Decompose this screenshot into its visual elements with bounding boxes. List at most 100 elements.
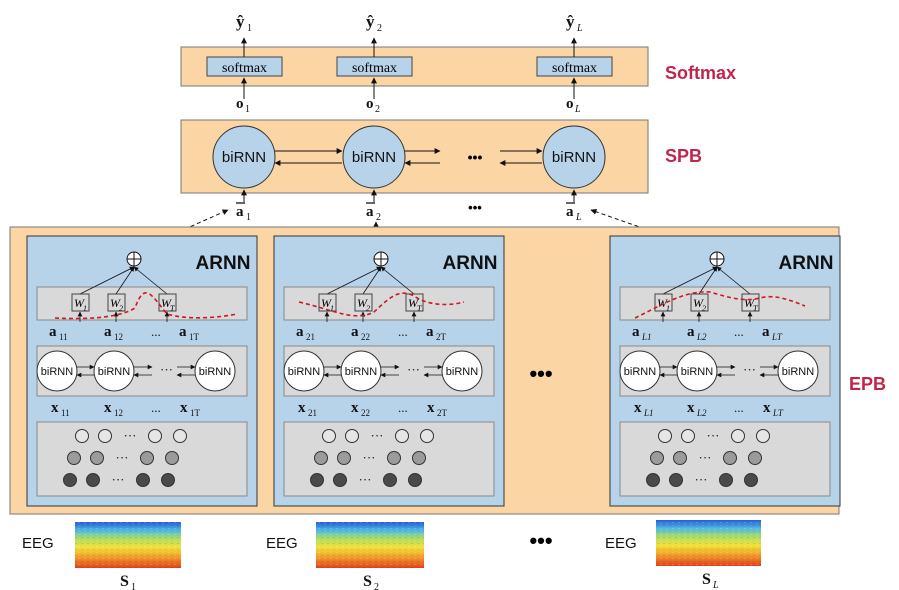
weight-label: W (357, 296, 368, 310)
attn-sub: 21 (306, 332, 315, 342)
weight-to-sum-arrow (362, 266, 382, 295)
input-sub: 21 (308, 408, 317, 418)
feature-node (756, 429, 770, 443)
eeg-label-2: EEG (266, 535, 298, 552)
feature-node (723, 451, 737, 465)
spectrogram-texture-2 (316, 522, 424, 568)
output-label-L: ŷ (566, 12, 575, 31)
attn-label: a (426, 324, 434, 340)
weight-label: W (110, 296, 121, 310)
weight-sub: 2 (702, 304, 706, 313)
weight-to-sum-arrow (133, 266, 168, 295)
feature-node (408, 473, 422, 487)
weight-label: W (408, 296, 419, 310)
signal-sub-2: 2 (374, 582, 379, 590)
encoder-birnn-label: biRNN (98, 366, 130, 378)
attn-label: a (632, 324, 640, 340)
abar-ellipsis: ••• (468, 200, 482, 215)
weight-box (71, 293, 90, 312)
weight-sub: 1 (330, 304, 334, 313)
spb-ellipsis: ••• (468, 149, 483, 165)
attn-label: a (351, 324, 359, 340)
signal-sub-L: L (712, 580, 719, 590)
attention-weight-row (283, 286, 495, 321)
feature-node (75, 429, 89, 443)
output-label-1: ŷ (236, 12, 245, 31)
weight-sub: T (170, 304, 175, 313)
feature-node (383, 473, 397, 487)
feature-node (148, 429, 162, 443)
feature-node (681, 429, 695, 443)
feature-node (658, 429, 672, 443)
attn-sub: L1 (641, 332, 652, 342)
output-sub-1: 1 (247, 23, 252, 34)
softmax-block: Softmax softmax softmax softmax ŷ 1 ŷ 2 … (180, 12, 736, 87)
weight-to-sum-arrow (662, 266, 718, 295)
input-sub: 1T (190, 408, 201, 418)
softmax-block-label: Softmax (665, 63, 736, 83)
eeg-ellipsis: ••• (529, 528, 552, 553)
feature-node (669, 473, 683, 487)
feature-ellipsis: ··· (359, 472, 372, 487)
attn-label: a (49, 324, 57, 340)
weight-box (318, 293, 337, 312)
abar-label-L: a (566, 204, 574, 220)
weight-to-sum-arrow (115, 266, 135, 295)
input-label: x (104, 400, 112, 416)
rnn-ellipsis: ··· (407, 362, 420, 377)
weight-to-sum-arrow (326, 266, 382, 295)
feature-node (322, 429, 336, 443)
input-ellipsis: ... (398, 400, 408, 415)
encoder-birnn-node (93, 350, 135, 392)
attn-ellipsis: ... (398, 324, 408, 339)
weight-to-sum-arrow (716, 266, 751, 295)
attn-label: a (687, 324, 695, 340)
attn-sub: L2 (696, 332, 707, 342)
input-ellipsis: ... (151, 400, 161, 415)
weight-sub: T (417, 304, 422, 313)
weight-sub: 2 (119, 304, 123, 313)
output-sub-2: 2 (377, 23, 382, 34)
softmax-unit-1: softmax (206, 56, 283, 77)
feature-node (165, 451, 179, 465)
o-sub-2: 2 (375, 104, 380, 115)
epb-ellipsis: ••• (529, 361, 552, 386)
signal-label-2: S (363, 573, 372, 590)
spb-birnn-label-L: biRNN (552, 149, 596, 166)
attn-ellipsis: ... (734, 324, 744, 339)
feature-node (173, 429, 187, 443)
feature-node (161, 473, 175, 487)
attn-label: a (104, 324, 112, 340)
spb-birnn-label-2: biRNN (352, 149, 396, 166)
o-sub-L: L (574, 104, 581, 115)
spectrogram-texture-L (656, 520, 761, 566)
weight-to-sum-arrow (698, 266, 718, 295)
weight-label: W (321, 296, 332, 310)
o-label-2: o (366, 96, 374, 112)
weight-box (741, 293, 760, 312)
input-label: x (180, 400, 188, 416)
encoder-birnn-label: biRNN (446, 366, 478, 378)
feature-node (412, 451, 426, 465)
feature-node (744, 473, 758, 487)
weight-box (690, 293, 709, 312)
output-label-2: ŷ (366, 12, 375, 31)
weight-sub: 2 (366, 304, 370, 313)
feature-ellipsis: ··· (112, 472, 125, 487)
weight-box (158, 293, 177, 312)
input-sub: 2T (437, 408, 448, 418)
feature-node (345, 429, 359, 443)
output-sub-L: L (576, 23, 583, 34)
weight-box (107, 293, 126, 312)
attn-sub: 1T (189, 332, 200, 342)
input-label: x (634, 400, 642, 416)
encoder-birnn-label: biRNN (345, 366, 377, 378)
abar-sub-L: L (575, 212, 582, 223)
spb-birnn-L (542, 125, 606, 189)
rnn-ellipsis: ··· (743, 362, 756, 377)
attn-ellipsis: ... (151, 324, 161, 339)
spectrogram-texture-1 (75, 522, 181, 568)
